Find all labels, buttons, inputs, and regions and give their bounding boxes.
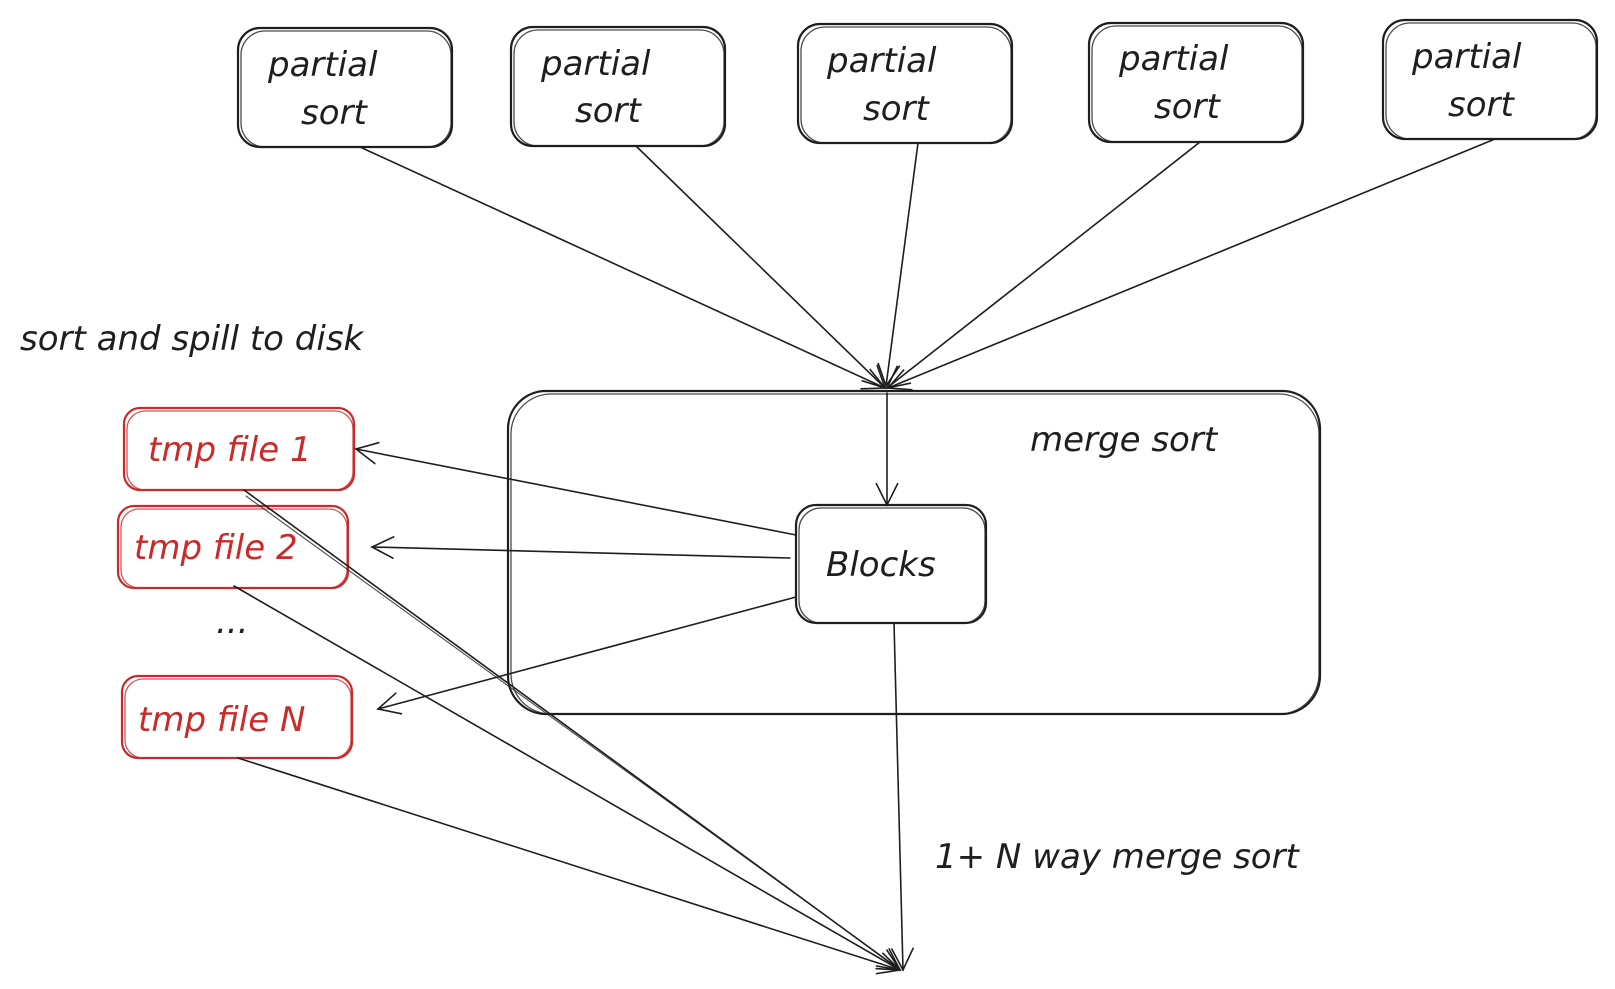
- tmp-file-n-label: tmp file N: [138, 700, 305, 740]
- arrow-tmp-2-to-output: [233, 585, 900, 970]
- tmp-file-1-box: tmp file 1: [122, 406, 356, 492]
- partial-sort-5-line1: partial: [1411, 37, 1522, 77]
- tmp-files-ellipsis: ...: [216, 602, 248, 642]
- merge-sort-container: merge sort: [506, 389, 1322, 716]
- partial-sort-box-5: partial sort: [1381, 18, 1599, 141]
- arrow-partial-4: [887, 141, 1201, 388]
- spill-label: sort and spill to disk: [20, 319, 365, 359]
- tmp-file-1-label: tmp file 1: [148, 430, 312, 470]
- arrow-tmp-n-to-output: [237, 757, 900, 970]
- partial-sort-5-line2: sort: [1448, 85, 1515, 125]
- arrow-blocks-to-tmp-2: [372, 547, 791, 558]
- arrow-partial-5: [888, 138, 1496, 388]
- arrow-partial-2: [635, 145, 885, 388]
- blocks-box: Blocks: [794, 503, 988, 625]
- partial-sort-2-line2: sort: [575, 91, 642, 131]
- arrow-partial-1: [359, 146, 885, 388]
- partial-sort-1-line1: partial: [267, 45, 378, 85]
- partial-sort-arrows: [359, 138, 1496, 388]
- arrow-blocks-to-output: [894, 622, 903, 970]
- partial-sort-box-2: partial sort: [509, 25, 727, 148]
- blocks-label: Blocks: [826, 545, 936, 585]
- partial-sort-2-line1: partial: [540, 44, 651, 84]
- partial-sort-3-line2: sort: [863, 89, 930, 129]
- partial-sort-4-line1: partial: [1118, 39, 1229, 79]
- partial-sort-box-1: partial sort: [236, 26, 454, 149]
- tmp-file-2-box: tmp file 2: [116, 504, 350, 590]
- arrow-partial-3: [886, 142, 919, 386]
- tmp-file-n-box: tmp file N: [120, 674, 354, 760]
- partial-sort-box-3: partial sort: [796, 22, 1014, 145]
- arrow-blocks-to-tmp-n: [378, 596, 797, 709]
- arrow-blocks-to-tmp-1: [356, 449, 797, 536]
- partial-sort-3-line1: partial: [826, 41, 937, 81]
- arrow-tmp-1-to-output-stroke: [245, 495, 899, 969]
- merge-sort-label: merge sort: [1030, 420, 1219, 460]
- partial-sort-box-4: partial sort: [1087, 21, 1305, 144]
- nway-merge-label: 1+ N way merge sort: [935, 837, 1301, 877]
- partial-sort-4-line2: sort: [1154, 87, 1221, 127]
- final-merge-arrows: [233, 489, 903, 970]
- tmp-file-2-label: tmp file 2: [134, 528, 298, 568]
- spill-arrows: [356, 449, 797, 709]
- partial-sort-1-line2: sort: [301, 93, 368, 133]
